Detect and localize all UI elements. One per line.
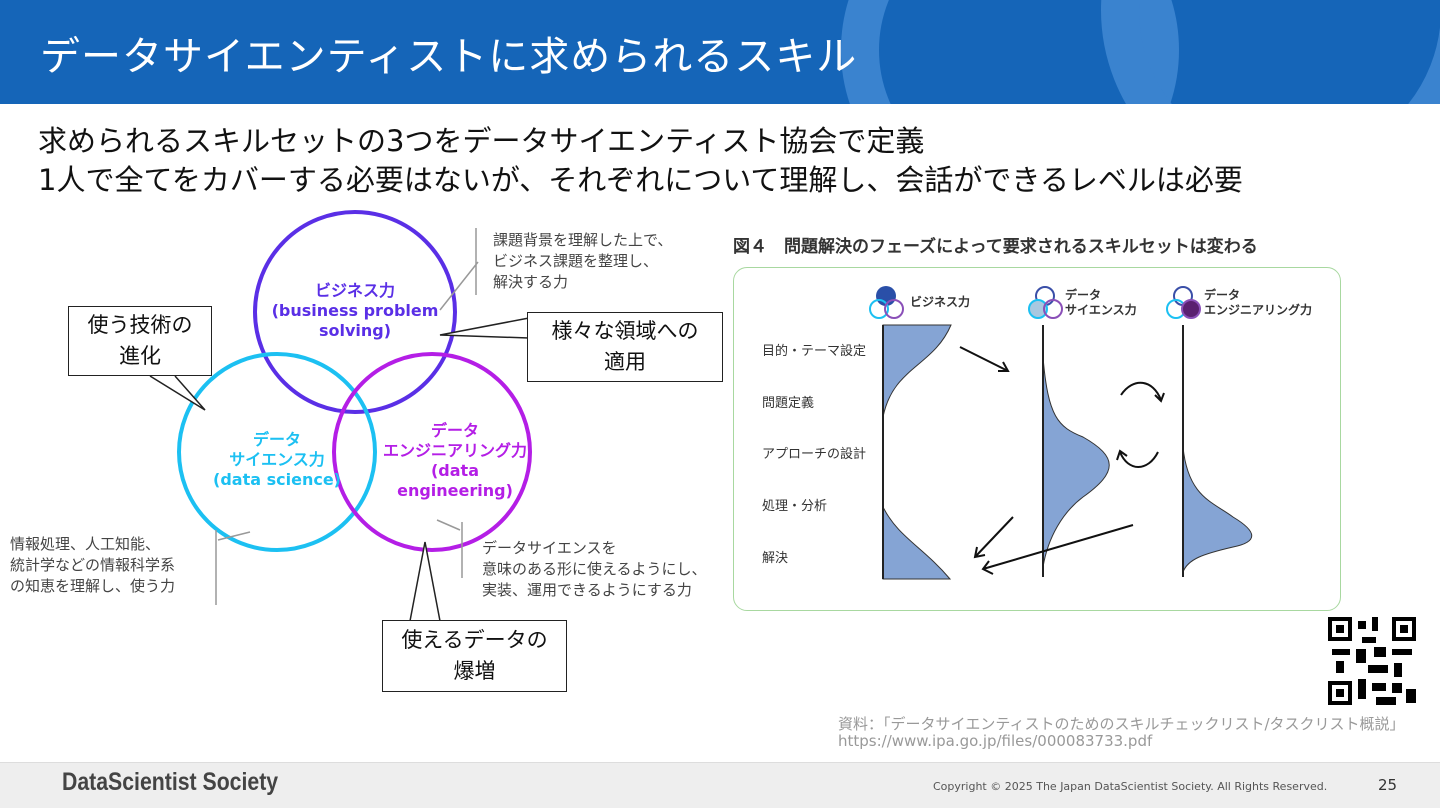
figure-chart	[869, 286, 1253, 580]
column-header-engineering: データエンジニアリング力	[1204, 288, 1312, 318]
slide-header: データサイエンティストに求められるスキル	[0, 0, 1440, 104]
lead-line-2: 1人で全てをカバーする必要はないが、それぞれについて理解し、会話ができるレベルは…	[38, 163, 1243, 197]
business-note: 課題背景を理解した上で、 ビジネス課題を整理し、 解決する力	[493, 230, 672, 293]
axes	[882, 325, 1184, 579]
callout-data-explosion: 使えるデータの 爆増	[382, 620, 567, 692]
science-label-line: (data science)	[213, 470, 341, 489]
venn-diagram	[149, 210, 532, 622]
lead-line-1: 求められるスキルセットの3つをデータサイエンティスト協会で定義	[38, 124, 925, 158]
engineering-label-line: データ	[430, 421, 479, 440]
note-line: 統計学などの情報科学系	[10, 556, 176, 574]
source-label: 資料：「データサイエンティストのためのスキルチェックリスト/タスクリスト概説」	[838, 715, 1405, 733]
decorative-circles	[841, 0, 1440, 104]
footer	[0, 762, 1440, 808]
callout-domain-application: 様々な領域への 適用	[527, 312, 723, 382]
engineering-label: データ エンジニアリング力 (data engineering)	[355, 421, 555, 501]
column-icons	[869, 286, 1201, 319]
callout-line: 進化	[119, 344, 161, 368]
note-line: ビジネス課題を整理し、	[493, 252, 659, 270]
column-header-line: エンジニアリング力	[1204, 303, 1313, 317]
phase-label: 処理・分析	[762, 499, 828, 514]
column-header-line: ビジネス力	[910, 295, 971, 309]
slide-title: データサイエンティストに求められるスキル	[40, 34, 858, 80]
callout-line: 様々な領域への	[551, 319, 699, 343]
note-line: 実装、運用できるようにする力	[482, 581, 692, 599]
copyright: Copyright © 2025 The Japan DataScientist…	[933, 780, 1328, 793]
business-label-line: solving)	[318, 321, 392, 340]
source-url[interactable]: https://www.ipa.go.jp/files/000083733.pd…	[838, 732, 1153, 750]
column-header-business: ビジネス力	[910, 295, 970, 310]
qr-code[interactable]	[1328, 617, 1416, 705]
phase-label: 解決	[762, 551, 789, 566]
note-line: 情報処理、人工知能、	[10, 535, 161, 553]
phase-label: アプローチの設計	[762, 447, 867, 462]
business-label: ビジネス力 (business problem solving)	[255, 281, 455, 341]
note-line: データサイエンスを	[482, 539, 617, 557]
column-header-line: サイエンス力	[1065, 303, 1137, 317]
figure-title: 図４ 問題解決のフェーズによって要求されるスキルセットは変わる	[733, 237, 1258, 257]
column-header-line: データ	[1065, 288, 1102, 302]
science-label-line: データ	[252, 430, 301, 449]
science-label: データ サイエンス力 (data science)	[177, 430, 377, 490]
figure-box	[733, 267, 1341, 611]
callout-line: 使う技術の	[87, 313, 193, 337]
column-header-line: データ	[1204, 288, 1241, 302]
callout-line: 使えるデータの	[401, 628, 548, 652]
skill-curves	[882, 324, 1253, 580]
engineering-label-line: (data	[430, 461, 479, 480]
note-line: 解決する力	[493, 273, 569, 291]
callout-line: 適用	[604, 350, 646, 374]
phase-label: 問題定義	[762, 396, 815, 411]
science-label-line: サイエンス力	[229, 450, 325, 469]
science-circle	[177, 352, 377, 552]
page-number: 25	[1378, 776, 1398, 794]
note-line: 課題背景を理解した上で、	[493, 231, 673, 249]
brand-logo: DataScientist Society	[62, 768, 279, 796]
science-note: 情報処理、人工知能、 統計学などの情報科学系 の知恵を理解し、使う力	[10, 534, 175, 597]
business-label-line: (business problem	[271, 301, 439, 320]
business-label-line: ビジネス力	[314, 281, 395, 300]
note-line: の知恵を理解し、使う力	[10, 577, 176, 595]
note-line: 意味のある形に使えるようにし、	[482, 560, 707, 578]
business-circle	[253, 210, 457, 414]
engineering-label-line: engineering)	[397, 481, 513, 500]
arrows	[959, 346, 1165, 575]
callout-tech-evolution: 使う技術の 進化	[68, 306, 212, 376]
callout-line: 爆増	[453, 659, 496, 683]
annotation-lines	[215, 228, 479, 605]
engineering-note: データサイエンスを 意味のある形に使えるようにし、 実装、運用できるようにする力	[482, 538, 707, 601]
phase-label: 目的・テーマ設定	[762, 344, 867, 359]
engineering-circle	[332, 352, 532, 552]
callout-tails	[149, 317, 530, 622]
engineering-label-line: エンジニアリング力	[382, 441, 527, 460]
column-header-science: データサイエンス力	[1065, 288, 1137, 318]
